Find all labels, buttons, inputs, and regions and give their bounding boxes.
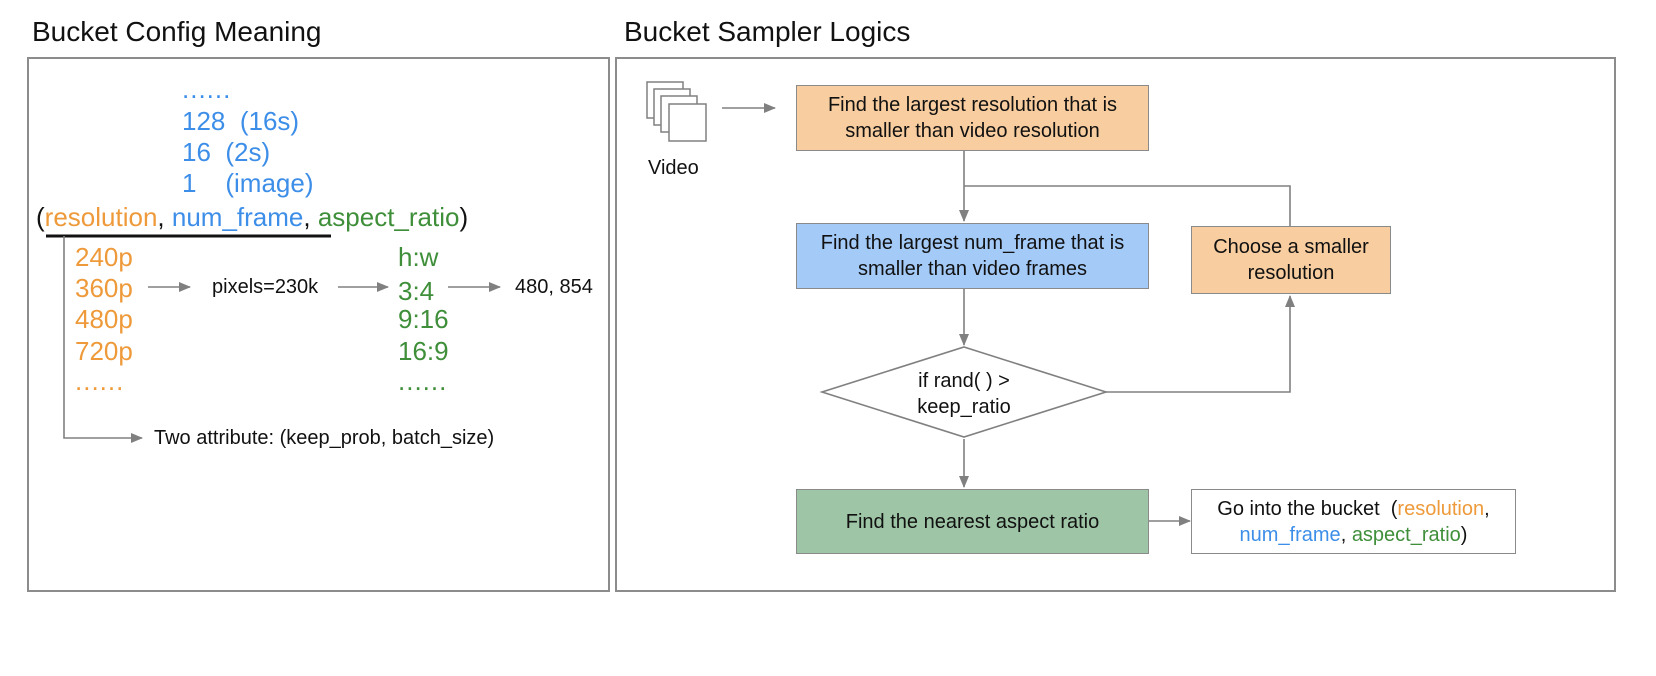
num-frame-16: 16 (2s) bbox=[182, 137, 271, 167]
tuple-open: ( bbox=[36, 202, 45, 232]
step-nearest-aspect-ratio: Find the nearest aspect ratio bbox=[796, 489, 1149, 554]
video-label: Video bbox=[648, 157, 699, 179]
tuple-sep2: , bbox=[303, 202, 318, 232]
tuple-resolution: resolution bbox=[44, 202, 158, 232]
tuple-aspect-ratio: aspect_ratio bbox=[317, 202, 460, 232]
video-stack-icon bbox=[646, 81, 707, 142]
decision-diamond bbox=[819, 346, 1109, 438]
tuple-sep1: , bbox=[157, 202, 172, 232]
bucket-aspect-ratio: aspect_ratio bbox=[1351, 524, 1461, 546]
left-panel-title: Bucket Config Meaning bbox=[32, 16, 322, 47]
left-panel bbox=[27, 57, 610, 592]
bucket-resolution: resolution bbox=[1397, 498, 1485, 520]
aspect-ratio-header: h:w bbox=[398, 242, 439, 272]
num-frame-1: 1 (image) bbox=[182, 168, 314, 198]
attribute-label: Two attribute: (keep_prob, batch_size) bbox=[154, 427, 495, 449]
aspect-ratio-ellipsis: ...... bbox=[398, 366, 448, 396]
result-resolution: 480, 854 bbox=[515, 276, 593, 298]
bucket-sep1: , bbox=[1484, 498, 1490, 520]
step-largest-num-frame: Find the largest num_frame that is small… bbox=[796, 223, 1149, 289]
attribute-arrow bbox=[63, 236, 143, 443]
decision-label: if rand( ) > keep_ratio bbox=[917, 370, 1011, 418]
resolution-240p: 240p bbox=[75, 242, 133, 272]
aspect-ratio-16-9: 16:9 bbox=[398, 336, 449, 366]
tuple-num-frame: num_frame bbox=[171, 202, 304, 232]
num-frame-ellipsis: ...... bbox=[182, 74, 232, 104]
right-panel-title: Bucket Sampler Logics bbox=[624, 16, 911, 47]
tuple-close: ) bbox=[459, 202, 469, 232]
bucket-sep2: , bbox=[1340, 524, 1352, 546]
bucket-destination: Go into the bucket (resolution,num_frame… bbox=[1191, 489, 1516, 554]
resolution-480p: 480p bbox=[75, 304, 133, 334]
resolution-360p: 360p bbox=[75, 273, 133, 303]
bucket-close: ) bbox=[1460, 524, 1468, 546]
aspect-ratio-9-16: 9:16 bbox=[398, 304, 449, 334]
bucket-tuple: (resolution, num_frame, aspect_ratio) bbox=[36, 204, 468, 230]
step-choose-smaller-resolution: Choose a smaller resolution bbox=[1191, 226, 1391, 294]
num-frame-128: 128 (16s) bbox=[182, 106, 300, 136]
resolution-720p: 720p bbox=[75, 336, 133, 366]
bucket-num-frame: num_frame bbox=[1239, 524, 1341, 546]
step-largest-resolution: Find the largest resolution that is smal… bbox=[796, 85, 1149, 151]
resolution-ellipsis: ...... bbox=[75, 366, 125, 396]
loop-back-line bbox=[964, 185, 1291, 226]
aspect-ratio-3-4: 3:4 bbox=[398, 276, 435, 306]
pixels-label: pixels=230k bbox=[212, 276, 319, 298]
bucket-prefix: Go into the bucket ( bbox=[1217, 498, 1398, 520]
decision-to-smaller-arrow bbox=[1106, 295, 1295, 393]
